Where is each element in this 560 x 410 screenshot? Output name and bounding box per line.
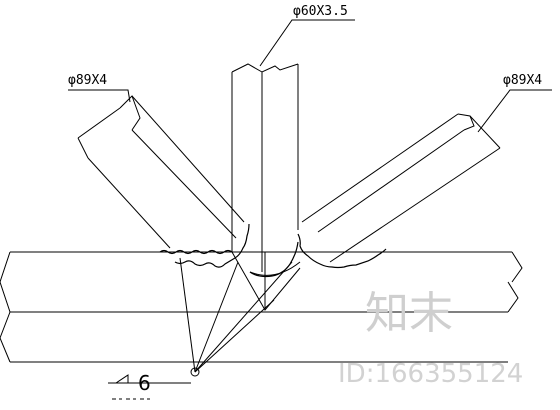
left-diagonal-tube (77, 95, 245, 249)
label-weld-size: 6 (138, 371, 151, 395)
right-diagonal-tube (301, 113, 501, 263)
watermark-id: ID:166355124 (338, 359, 523, 389)
weld-seams (159, 223, 387, 278)
label-right-member: φ89X4 (503, 73, 542, 88)
label-leaders (68, 19, 552, 133)
vertical-branch-tube (231, 63, 299, 272)
intersection-lines (231, 251, 301, 311)
chord-tube (0, 251, 523, 363)
label-left-member: φ89X4 (68, 73, 107, 88)
weld-symbol (108, 257, 293, 400)
watermark-site: 知末 (365, 288, 453, 339)
label-top-member: φ60X3.5 (293, 4, 348, 19)
